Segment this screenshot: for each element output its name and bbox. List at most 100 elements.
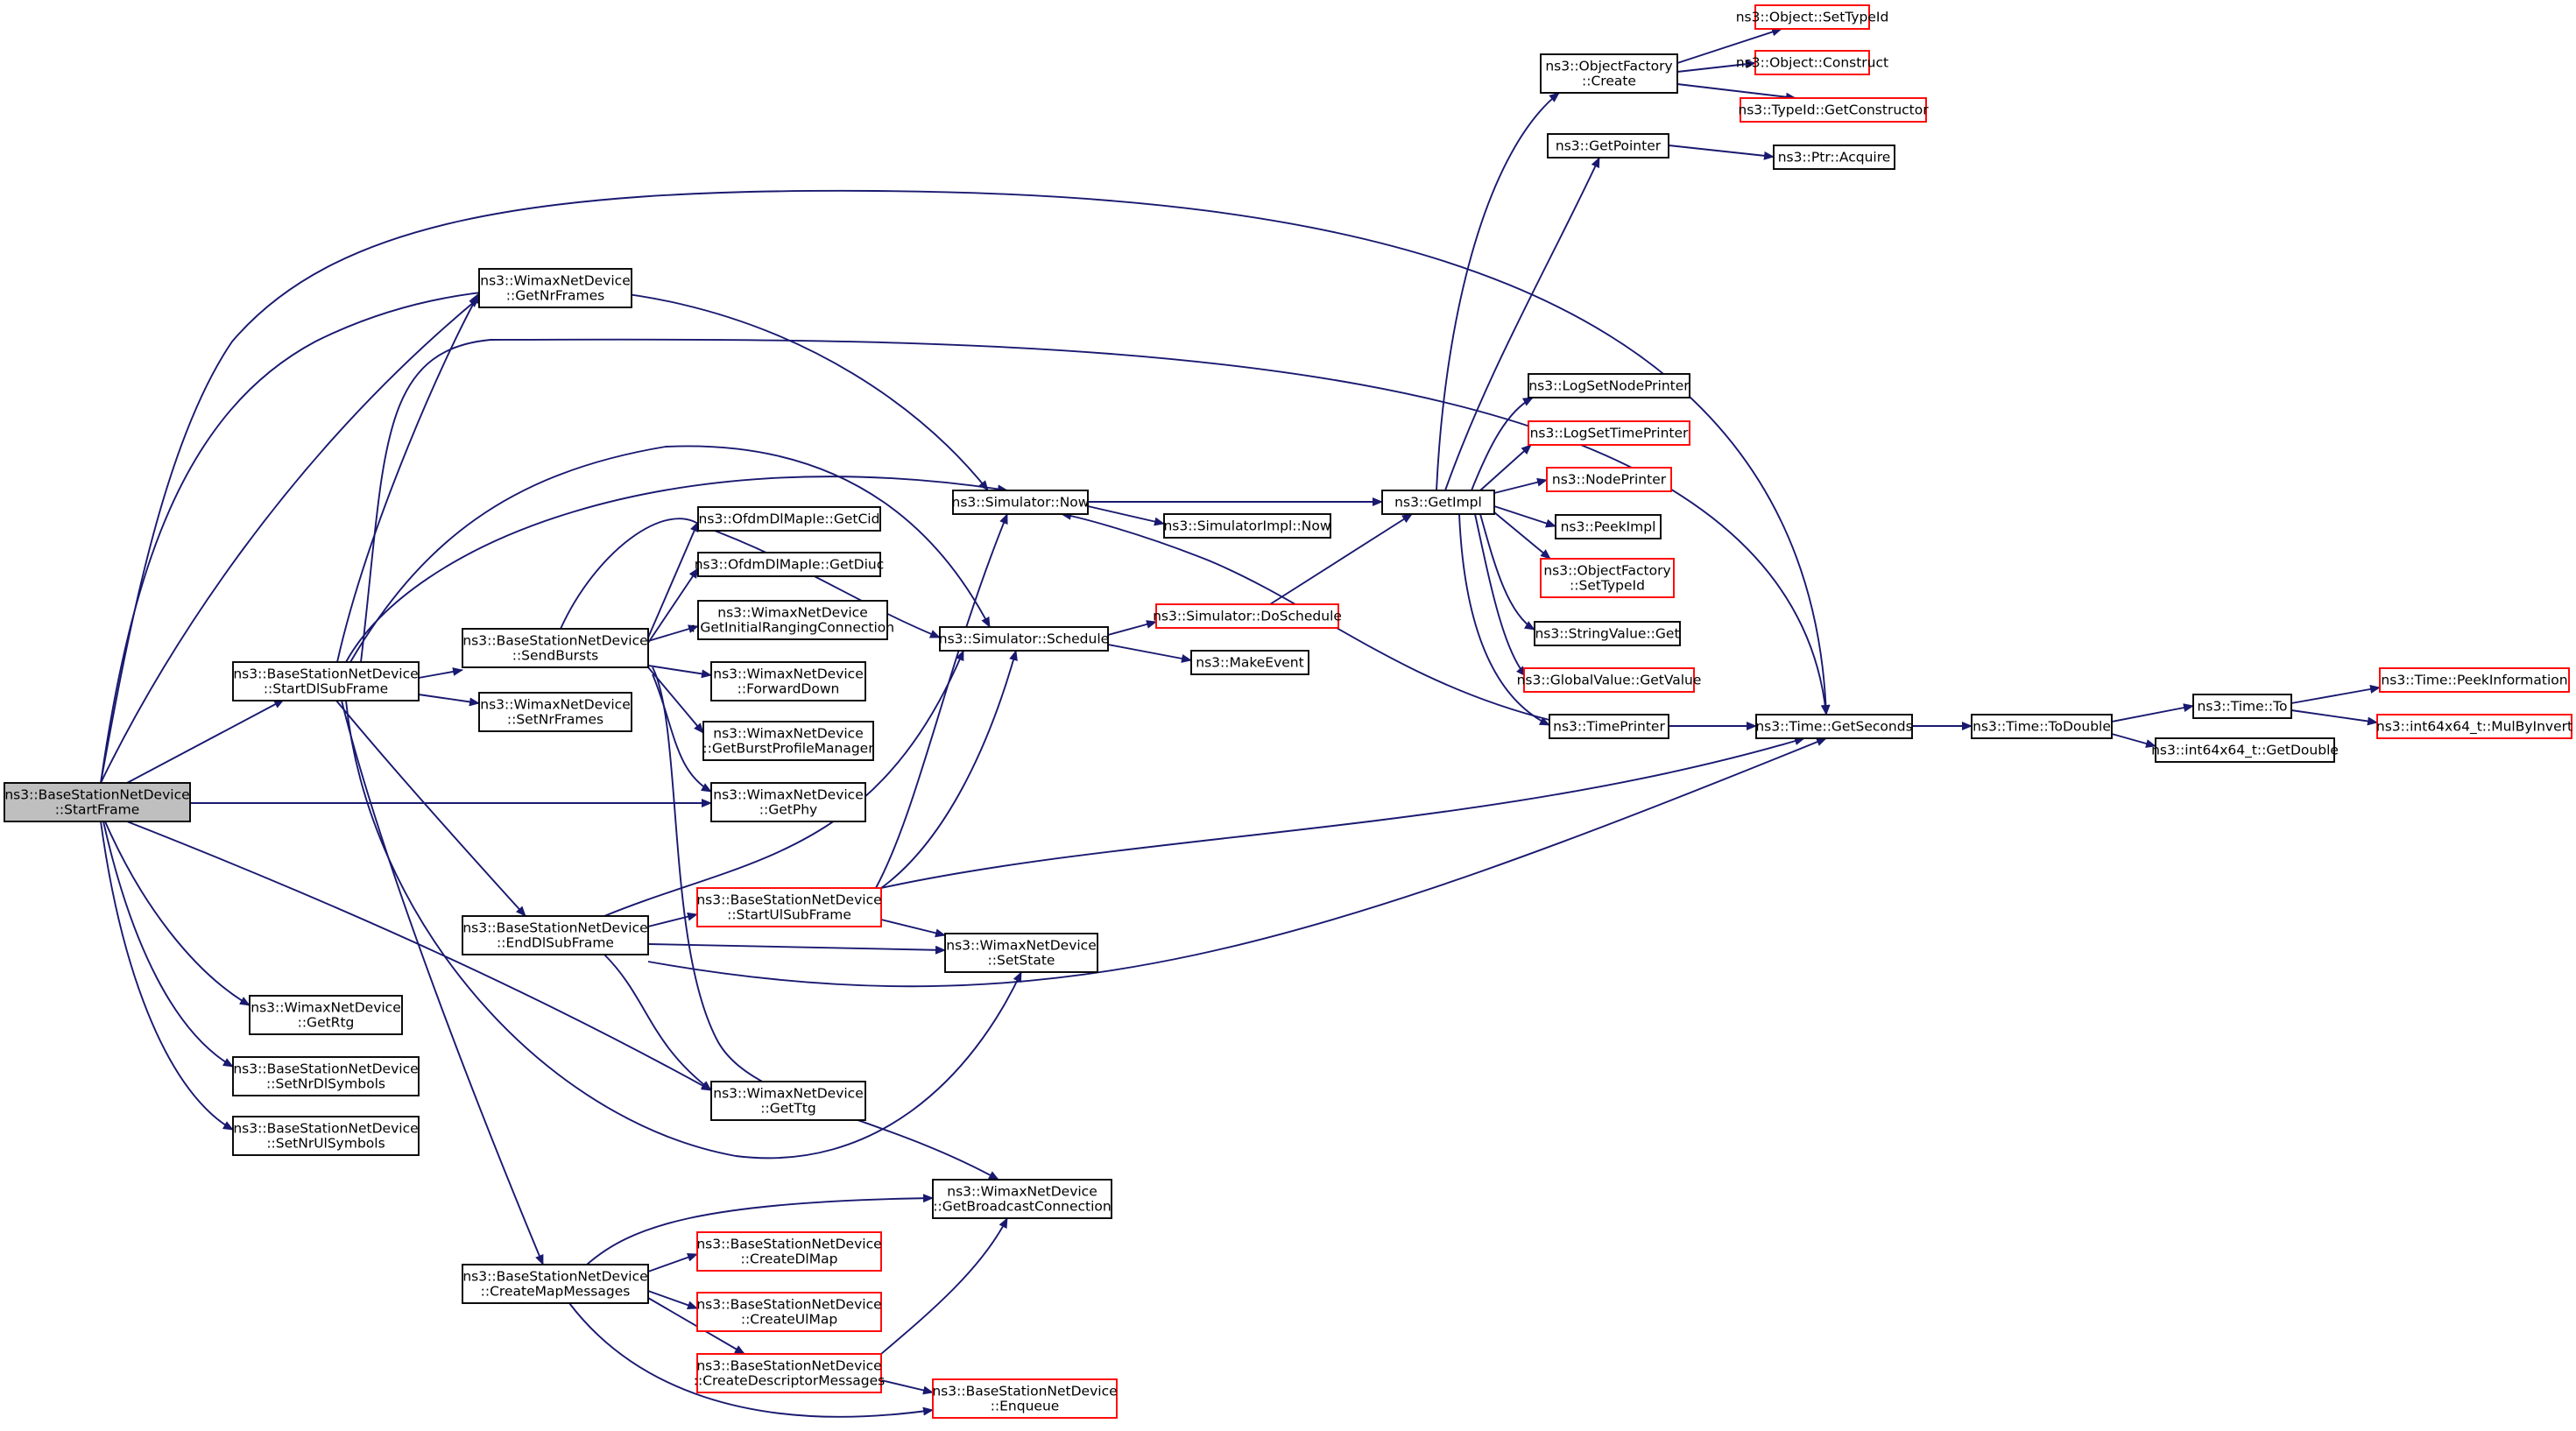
node-label: ns3::WimaxNetDevice <box>946 938 1096 954</box>
edge-createdesc-to-getbroadcast <box>880 1217 1008 1355</box>
node-createdesc[interactable]: ns3::BaseStationNetDevice::CreateDescrip… <box>694 1353 885 1393</box>
node-startdl[interactable]: ns3::BaseStationNetDevice::StartDlSubFra… <box>232 661 420 701</box>
edge-startframe-to-getttg <box>126 821 712 1091</box>
node-label: ns3::WimaxNetDevice <box>717 605 867 621</box>
node-logsettime[interactable]: ns3::LogSetTimePrinter <box>1528 420 1690 446</box>
node-objsettype[interactable]: ns3::Object::SetTypeId <box>1736 4 1889 30</box>
node-label: ns3::WimaxNetDevice <box>713 787 863 803</box>
edge-startul-to-simschedule <box>880 650 1018 889</box>
node-setstate[interactable]: ns3::WimaxNetDevice::SetState <box>944 933 1098 973</box>
node-getdiuc[interactable]: ns3::OfdmDlMapIe::GetDiuc <box>695 552 885 577</box>
node-makeevent[interactable]: ns3::MakeEvent <box>1190 650 1309 675</box>
node-label: ::SendBursts <box>512 648 599 664</box>
node-typeidgetctor[interactable]: ns3::TypeId::GetConstructor <box>1738 97 1929 123</box>
node-label: ::GetNrFrames <box>506 288 604 304</box>
node-label: ::CreateDlMap <box>741 1251 838 1267</box>
node-label: ::SetNrFrames <box>507 712 603 728</box>
node-label: ::Enqueue <box>991 1399 1060 1414</box>
node-label: ns3::BaseStationNetDevice <box>696 1297 881 1313</box>
node-box <box>1381 490 1495 515</box>
edge-getimpl-to-nodeprinter <box>1493 477 1548 494</box>
node-box <box>4 782 191 822</box>
node-setnrframes[interactable]: ns3::WimaxNetDevice::SetNrFrames <box>478 692 632 732</box>
edge-startdl-to-simnow <box>345 476 1008 663</box>
node-box <box>1754 50 1870 75</box>
edge-sendbursts-to-getphy <box>652 673 712 793</box>
edge-startframe-to-simnow <box>100 287 989 784</box>
node-peekinfo[interactable]: ns3::Time::PeekInformation <box>2379 667 2570 693</box>
node-getbroadcast[interactable]: ns3::WimaxNetDevice::GetBroadcastConnect… <box>932 1179 1112 1219</box>
node-sendbursts[interactable]: ns3::BaseStationNetDevice::SendBursts <box>462 628 649 668</box>
node-getinitranging[interactable]: ns3::WimaxNetDevice::GetInitialRangingCo… <box>691 600 894 640</box>
node-nodeprinter[interactable]: ns3::NodePrinter <box>1546 467 1672 492</box>
edge-startdl-to-setstate <box>345 700 1022 1160</box>
node-getnrframes[interactable]: ns3::WimaxNetDevice::GetNrFrames <box>478 268 632 308</box>
node-box <box>232 1116 420 1156</box>
node-createmap[interactable]: ns3::BaseStationNetDevice::CreateMapMess… <box>462 1264 649 1304</box>
node-label: ns3::Time::ToDouble <box>1973 719 2111 735</box>
node-label: ::CreateUlMap <box>741 1312 837 1328</box>
node-getimpl[interactable]: ns3::GetImpl <box>1381 490 1495 515</box>
node-getrtg[interactable]: ns3::WimaxNetDevice::GetRtg <box>249 995 403 1035</box>
node-label: ns3::SimulatorImpl::Now <box>1163 518 1330 534</box>
node-setnrdl[interactable]: ns3::BaseStationNetDevice::SetNrDlSymbol… <box>232 1056 420 1096</box>
node-startframe[interactable]: ns3::BaseStationNetDevice::StartFrame <box>4 782 191 822</box>
node-stringvalueget[interactable]: ns3::StringValue::Get <box>1534 621 1681 646</box>
node-getpointer[interactable]: ns3::GetPointer <box>1547 133 1669 159</box>
node-enqueue[interactable]: ns3::BaseStationNetDevice::Enqueue <box>932 1378 1118 1419</box>
node-timeto[interactable]: ns3::Time::To <box>2192 694 2292 719</box>
node-timetodouble[interactable]: ns3::Time::ToDouble <box>1971 714 2113 739</box>
node-label: ns3::NodePrinter <box>1552 472 1667 488</box>
node-box <box>1555 514 1662 539</box>
node-label: ns3::Object::Construct <box>1736 55 1888 71</box>
node-ptracquire[interactable]: ns3::Ptr::Acquire <box>1773 145 1895 170</box>
node-objfactorysettype[interactable]: ns3::ObjectFactory::SetTypeId <box>1540 558 1675 598</box>
node-box <box>1740 97 1927 123</box>
edge-doschedule-to-getimpl <box>1269 513 1413 605</box>
node-simnow[interactable]: ns3::Simulator::Now <box>952 490 1090 515</box>
edge-timeprinter-to-simnow <box>1061 511 1550 721</box>
node-label: ::CreateMapMessages <box>481 1284 631 1300</box>
node-box <box>1155 603 1339 629</box>
edge-objfactorycreate-to-objsettype <box>1676 27 1782 64</box>
edge-createmap-to-createdlmap <box>647 1252 698 1272</box>
edge-startdl-to-createmap <box>341 700 544 1265</box>
node-label: ::ForwardDown <box>738 681 840 697</box>
node-getphy[interactable]: ns3::WimaxNetDevice::GetPhy <box>710 782 866 822</box>
node-box <box>232 661 420 701</box>
node-int64getdouble[interactable]: ns3::int64x64_t::GetDouble <box>2151 737 2339 763</box>
node-peekimpl[interactable]: ns3::PeekImpl <box>1555 514 1662 539</box>
node-setnrul[interactable]: ns3::BaseStationNetDevice::SetNrUlSymbol… <box>232 1116 420 1156</box>
node-logsetnode[interactable]: ns3::LogSetNodePrinter <box>1528 373 1690 398</box>
node-simschedule[interactable]: ns3::Simulator::Schedule <box>939 626 1109 652</box>
node-forwarddown[interactable]: ns3::WimaxNetDevice::ForwardDown <box>710 661 866 701</box>
node-createdlmap[interactable]: ns3::BaseStationNetDevice::CreateDlMap <box>696 1231 882 1272</box>
edge-timetodouble-to-timeto <box>2111 703 2194 723</box>
node-createulmap[interactable]: ns3::BaseStationNetDevice::CreateUlMap <box>696 1292 882 1332</box>
node-box <box>696 887 882 927</box>
node-label: ns3::BaseStationNetDevice <box>233 1061 418 1077</box>
edge-startframe-to-setnrdl <box>102 821 234 1068</box>
node-box <box>1534 621 1681 646</box>
node-getburstprofile[interactable]: ns3::WimaxNetDevice::GetBurstProfileMana… <box>702 721 874 761</box>
edge-startdl-to-simschedule <box>349 445 991 663</box>
node-enddl[interactable]: ns3::BaseStationNetDevice::EndDlSubFrame <box>462 915 649 955</box>
edge-timeto-to-mulbyinvert <box>2290 709 2378 726</box>
node-startul[interactable]: ns3::BaseStationNetDevice::StartUlSubFra… <box>696 887 882 927</box>
node-globalvalueget[interactable]: ns3::GlobalValue::GetValue <box>1517 667 1702 693</box>
node-objfactorycreate[interactable]: ns3::ObjectFactory::Create <box>1540 53 1678 94</box>
node-getcid[interactable]: ns3::OfdmDlMapIe::GetCid <box>697 506 881 532</box>
node-box <box>932 1179 1112 1219</box>
node-getttg[interactable]: ns3::WimaxNetDevice::GetTtg <box>710 1081 866 1121</box>
node-mulbyinvert[interactable]: ns3::int64x64_t::MulByInvert <box>2376 714 2572 739</box>
node-box <box>696 1231 882 1272</box>
node-doschedule[interactable]: ns3::Simulator::DoSchedule <box>1153 603 1342 629</box>
node-label: ns3::MakeEvent <box>1196 655 1303 671</box>
edge-objfactorycreate-to-objconstruct <box>1676 60 1756 73</box>
node-box <box>1540 53 1678 94</box>
node-timeprinter[interactable]: ns3::TimePrinter <box>1549 714 1669 739</box>
node-objconstruct[interactable]: ns3::Object::Construct <box>1736 50 1888 75</box>
node-timegetseconds[interactable]: ns3::Time::GetSeconds <box>1755 714 1913 739</box>
node-simimplnow[interactable]: ns3::SimulatorImpl::Now <box>1163 513 1331 539</box>
node-label: ns3::WimaxNetDevice <box>251 1000 400 1016</box>
